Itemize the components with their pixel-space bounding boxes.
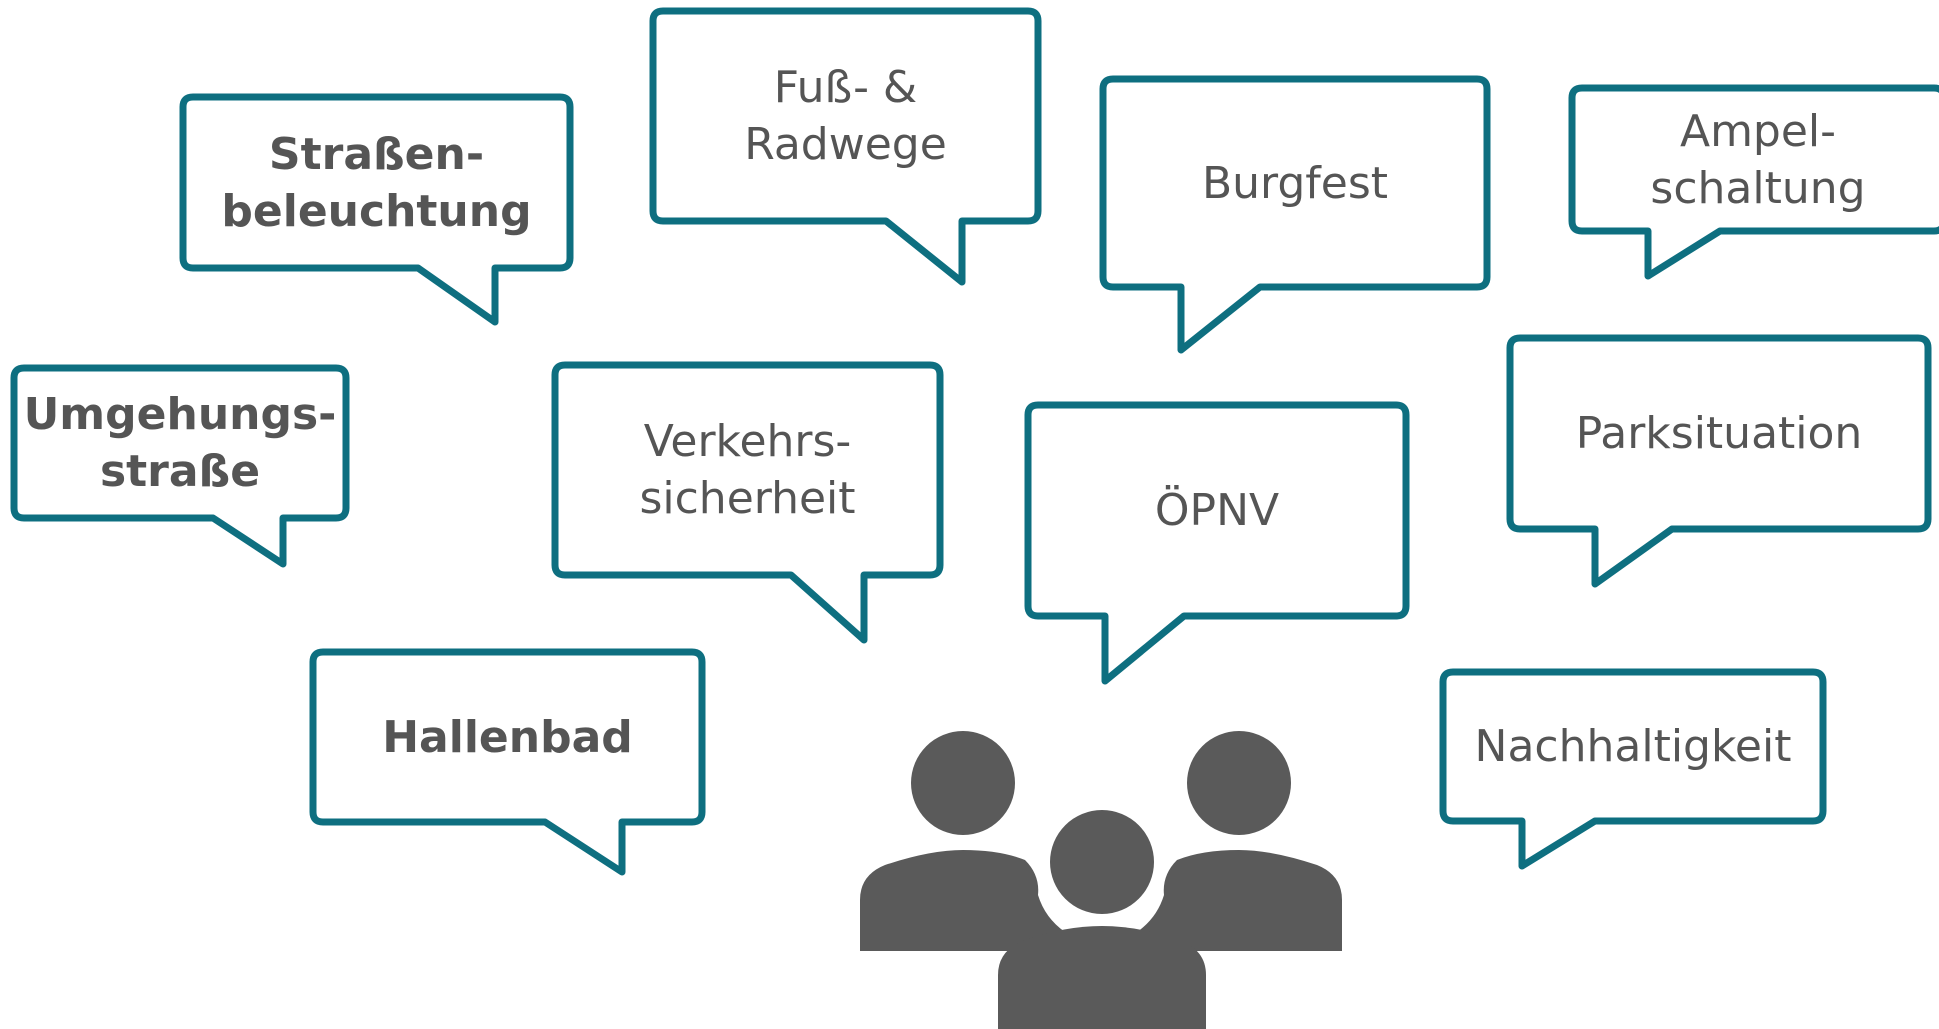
person-front-body-icon	[998, 926, 1206, 1029]
person-right-head-icon	[1187, 731, 1291, 835]
person-right-body-icon	[1137, 850, 1342, 951]
person-left-head-icon	[911, 731, 1015, 835]
bubble-layer	[10, 7, 1939, 876]
speech-bubble-fuss-radwege	[649, 7, 1042, 286]
bubble-label-fuss-radwege: Fuß- & Radwege	[744, 62, 947, 170]
group-of-people-icon	[860, 731, 1342, 1029]
bubble-label-ampelschaltung: Ampel- schaltung	[1650, 105, 1866, 214]
speech-bubble-hallenbad	[309, 648, 706, 876]
bubble-label-umgehungsstrasse: Umgehungs- straße	[23, 389, 337, 497]
speech-bubble-ampelschaltung	[1568, 84, 1939, 280]
bubble-label-oepnv: ÖPNV	[1154, 485, 1280, 536]
bubble-label-parksituation: Parksituation	[1575, 408, 1863, 459]
person-left-body-icon	[860, 850, 1065, 951]
bubble-label-nachhaltigkeit: Nachhaltigkeit	[1474, 721, 1792, 772]
bubble-label-strassenbeleuchtung: Straßen- beleuchtung	[221, 128, 532, 237]
speech-bubble-umgehungsstrasse	[10, 364, 350, 568]
speech-bubble-verkehrssicherheit	[551, 361, 944, 644]
bubble-label-burgfest: Burgfest	[1201, 157, 1389, 209]
speech-bubble-parksituation	[1506, 334, 1932, 588]
speech-bubble-oepnv	[1024, 401, 1410, 685]
speech-bubble-burgfest	[1099, 75, 1491, 354]
bubble-label-verkehrssicherheit: Verkehrs- sicherheit	[639, 416, 856, 524]
bubble-label-hallenbad: Hallenbad	[382, 711, 633, 763]
speech-bubble-strassenbeleuchtung	[179, 93, 574, 326]
person-front-head-icon	[1050, 810, 1154, 914]
speech-bubble-nachhaltigkeit	[1439, 668, 1827, 870]
